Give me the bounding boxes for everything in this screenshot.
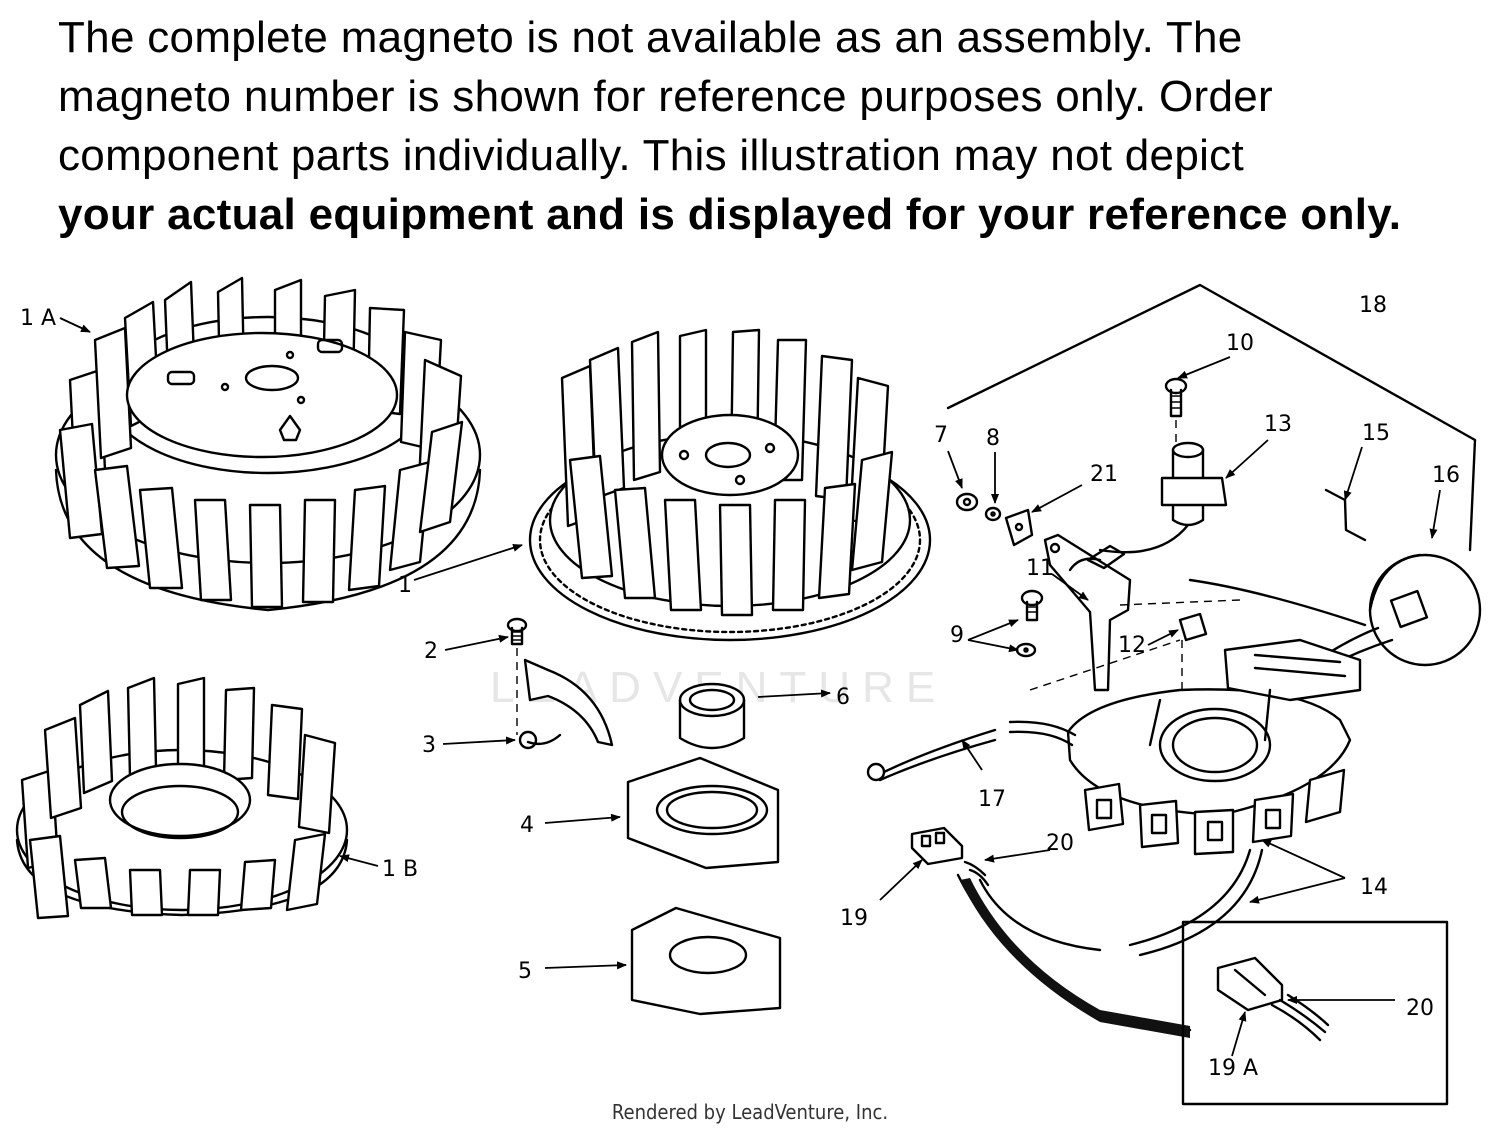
callout-6: 6	[836, 685, 850, 710]
leads-20-inset	[1270, 993, 1330, 1042]
callout-2: 2	[424, 639, 438, 664]
connector-19a	[1216, 956, 1284, 1012]
callout-19: 19	[840, 906, 868, 931]
plate-5	[630, 906, 782, 1016]
connector-19	[910, 826, 964, 866]
plate-4	[626, 756, 780, 870]
flywheel-1-ring-gear	[528, 328, 932, 642]
flywheel-1a	[54, 276, 482, 612]
notice-line-1: The complete magneto is not available as…	[58, 13, 1243, 62]
screw-10	[1164, 377, 1188, 450]
wire-17	[866, 720, 1077, 782]
felt-12	[1178, 612, 1208, 642]
leads-20	[956, 848, 1264, 1038]
callout-1b: 1 B	[382, 857, 418, 882]
callout-4: 4	[520, 813, 534, 838]
callout-1: 1	[398, 573, 412, 598]
bracket-3	[518, 658, 614, 750]
callout-15: 15	[1362, 421, 1390, 446]
breaker-points-11	[1043, 533, 1132, 692]
assembly-18-bracket	[946, 283, 1477, 552]
callout-17: 17	[978, 787, 1006, 812]
spacer-6	[678, 682, 746, 750]
callout-10: 10	[1226, 331, 1254, 356]
callout-19a: 19 A	[1208, 1056, 1258, 1081]
stator-14	[1066, 638, 1362, 856]
inset-box	[1181, 920, 1449, 1106]
flywheel-1b	[15, 676, 349, 920]
coil-16	[1188, 553, 1482, 737]
reference-notice: The complete magneto is not available as…	[58, 8, 1462, 244]
callout-1a: 1 A	[20, 306, 56, 331]
callout-13: 13	[1264, 412, 1292, 437]
callout-7: 7	[934, 423, 948, 448]
callout-11: 11	[1026, 556, 1054, 581]
callout-3: 3	[422, 733, 436, 758]
screw-washer-9	[1015, 589, 1044, 658]
notice-line-2: magneto number is shown for reference pu…	[58, 72, 1273, 121]
wire-clip-15	[1324, 488, 1367, 542]
callout-12: 12	[1118, 633, 1146, 658]
callout-16: 16	[1432, 463, 1460, 488]
clip-21	[1004, 508, 1034, 547]
notice-line-3: component parts individually. This illus…	[58, 131, 1244, 180]
callout-5: 5	[518, 959, 532, 984]
callout-14: 14	[1360, 875, 1388, 900]
footer-credit: Rendered by LeadVenture, Inc.	[611, 1100, 889, 1124]
callout-9: 9	[950, 623, 964, 648]
notice-line-4: your actual equipment and is displayed f…	[58, 190, 1402, 239]
screw-2	[506, 617, 528, 735]
callout-21: 21	[1090, 462, 1118, 487]
callout-20: 20	[1046, 831, 1074, 856]
washer-8	[984, 506, 1002, 522]
callout-20-inset: 20	[1406, 996, 1434, 1021]
condenser-13	[1098, 441, 1228, 554]
nut-7	[955, 492, 979, 512]
callout-18: 18	[1359, 293, 1387, 318]
callout-8: 8	[986, 426, 1000, 451]
